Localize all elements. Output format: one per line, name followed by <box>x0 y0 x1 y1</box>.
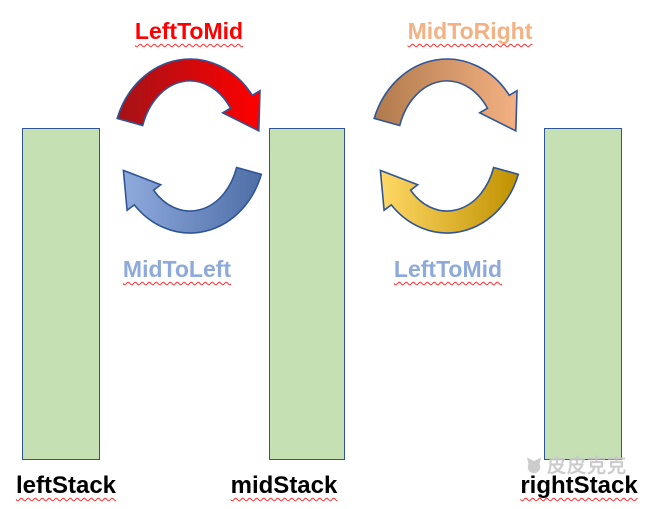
watermark: 皮皮克克 <box>524 451 627 478</box>
arrow-left-to-mid-bottom <box>379 166 520 234</box>
stack-label-midstack: midStack <box>230 472 338 499</box>
watermark-mascot-icon <box>527 457 541 473</box>
stack-midstack <box>269 128 345 460</box>
arrow-mid-to-right-top <box>373 58 518 133</box>
arrow-label-mid-to-right-top: MidToRight <box>407 18 533 44</box>
stack-rightstack <box>544 128 622 460</box>
stack-leftstack <box>22 128 100 460</box>
arrow-mid-to-left-bottom <box>122 166 263 234</box>
arrow-left-to-mid-top <box>116 58 261 133</box>
arrow-label-mid-to-left-bottom: MidToLeft <box>122 256 232 282</box>
stack-label-rightstack: rightStack <box>520 472 638 499</box>
arrow-label-left-to-mid-top: LeftToMid <box>134 18 244 44</box>
watermark-text: 皮皮克克 <box>547 456 628 477</box>
arrow-label-left-to-mid-bottom: LeftToMid <box>393 256 503 282</box>
stack-label-leftstack: leftStack <box>15 472 117 499</box>
